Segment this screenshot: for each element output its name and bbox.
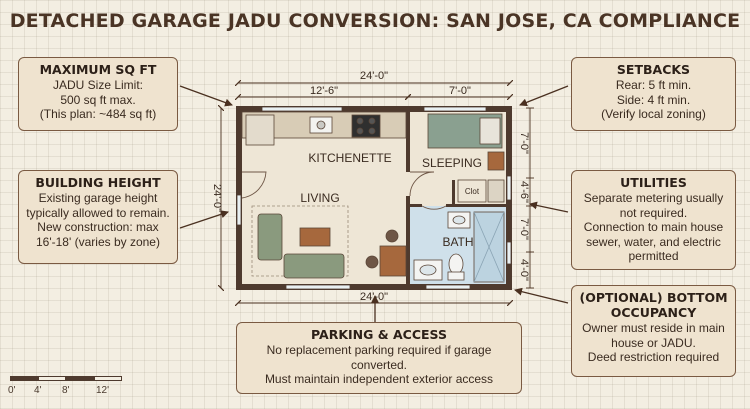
arrow-bottom-occupancy [514, 287, 569, 304]
kitchen-counter [241, 111, 407, 146]
room-label-closet: Clot [465, 187, 480, 196]
bottom-occupancy-heading-line1: (OPTIONAL) BOTTOM [579, 290, 728, 305]
utilities-line: sewer, water, and electric [586, 234, 721, 249]
bath-fixtures [413, 211, 505, 283]
scale-label: 4' [34, 385, 42, 396]
scale-segment [10, 376, 38, 381]
building-height-line: New construction: max [37, 220, 159, 234]
arrow-max-sqft [179, 85, 233, 107]
setbacks-heading: SETBACKS [616, 62, 691, 77]
building-height-line: Existing garage height [38, 191, 158, 205]
dim-top-left: 12'-6" [310, 85, 338, 97]
bottom-occupancy-heading: (OPTIONAL) BOTTOM OCCUPANCY [578, 290, 729, 320]
max-sqft-box: MAXIMUM SQ FT JADU Size Limit: 500 sq ft… [18, 57, 178, 131]
page-title: DETACHED GARAGE JADU CONVERSION: SAN JOS… [9, 10, 741, 32]
utilities-line: not required. [619, 205, 688, 220]
utilities-line: permitted [628, 249, 679, 263]
room-label-bath: BATH [442, 235, 473, 249]
room-label-kitchenette: KITCHENETTE [308, 151, 391, 165]
max-sqft-line: JADU Size Limit: [52, 78, 144, 92]
callout-arrows [179, 85, 569, 322]
max-sqft-line: (This plan: ~484 sq ft) [39, 107, 157, 121]
dim-right-4: 4'-0" [518, 259, 530, 281]
dim-top-right: 7'-0" [449, 85, 471, 97]
dim-top-overall: 24'-0" [360, 70, 388, 82]
setbacks-box: SETBACKS Rear: 5 ft min. Side: 4 ft min.… [571, 57, 736, 131]
max-sqft-heading: MAXIMUM SQ FT [39, 62, 157, 77]
room-label-sleeping: SLEEPING [422, 156, 482, 170]
building-height-heading: BUILDING HEIGHT [35, 175, 161, 190]
setbacks-line: Side: 4 ft min. [616, 92, 691, 107]
building-height-line: typically allowed to remain. [26, 205, 170, 220]
bottom-occupancy-line: Owner must reside in main [582, 321, 725, 335]
door-swings [241, 171, 447, 210]
setbacks-line: (Verify local zoning) [601, 107, 706, 121]
scale-label: 8' [62, 385, 70, 396]
dim-right-3: 7'-0" [518, 218, 530, 240]
utilities-box: UTILITIES Separate metering usually not … [571, 170, 736, 270]
sleeping-furniture [427, 113, 505, 203]
building-height-box: BUILDING HEIGHT Existing garage height t… [18, 170, 178, 264]
interior-walls [406, 110, 508, 286]
bottom-occupancy-box: (OPTIONAL) BOTTOM OCCUPANCY Owner must r… [571, 285, 736, 377]
setbacks-line: Rear: 5 ft min. [615, 78, 692, 92]
building-height-line: 16'-18' (varies by zone) [36, 234, 160, 249]
scale-label: 0' [8, 385, 16, 396]
max-sqft-line: 500 sq ft max. [60, 92, 136, 107]
dim-bottom: 24'-0" [360, 291, 388, 303]
parking-access-box: PARKING & ACCESS No replacement parking … [236, 322, 522, 394]
parking-line: Must maintain independent exterior acces… [264, 372, 494, 386]
utilities-line: Separate metering usually [583, 191, 724, 205]
bottom-occupancy-heading-line2: OCCUPANCY [610, 305, 697, 320]
utilities-line: Connection to main house [583, 220, 724, 234]
arrow-setbacks [519, 85, 569, 107]
dim-right-2: 4'-6" [518, 181, 530, 203]
scale-label: 12' [96, 385, 110, 396]
dim-right-1: 7'-0" [518, 132, 530, 154]
dimension-lines [221, 83, 534, 303]
scale-segment [94, 376, 122, 381]
living-furniture [251, 205, 407, 279]
scale-segment [38, 376, 66, 381]
dim-left: 24'-0" [211, 184, 223, 212]
windows [236, 106, 512, 290]
bottom-occupancy-line: house or JADU. [611, 335, 696, 350]
utilities-heading: UTILITIES [620, 175, 687, 190]
room-label-living: LIVING [300, 191, 339, 205]
parking-line: converted. [350, 357, 408, 372]
bottom-occupancy-line: Deed restriction required [587, 350, 720, 364]
arrow-utilities [529, 201, 569, 213]
parking-line: No replacement parking required if garag… [266, 343, 492, 357]
parking-heading: PARKING & ACCESS [311, 327, 447, 342]
scale-segment [66, 376, 94, 381]
